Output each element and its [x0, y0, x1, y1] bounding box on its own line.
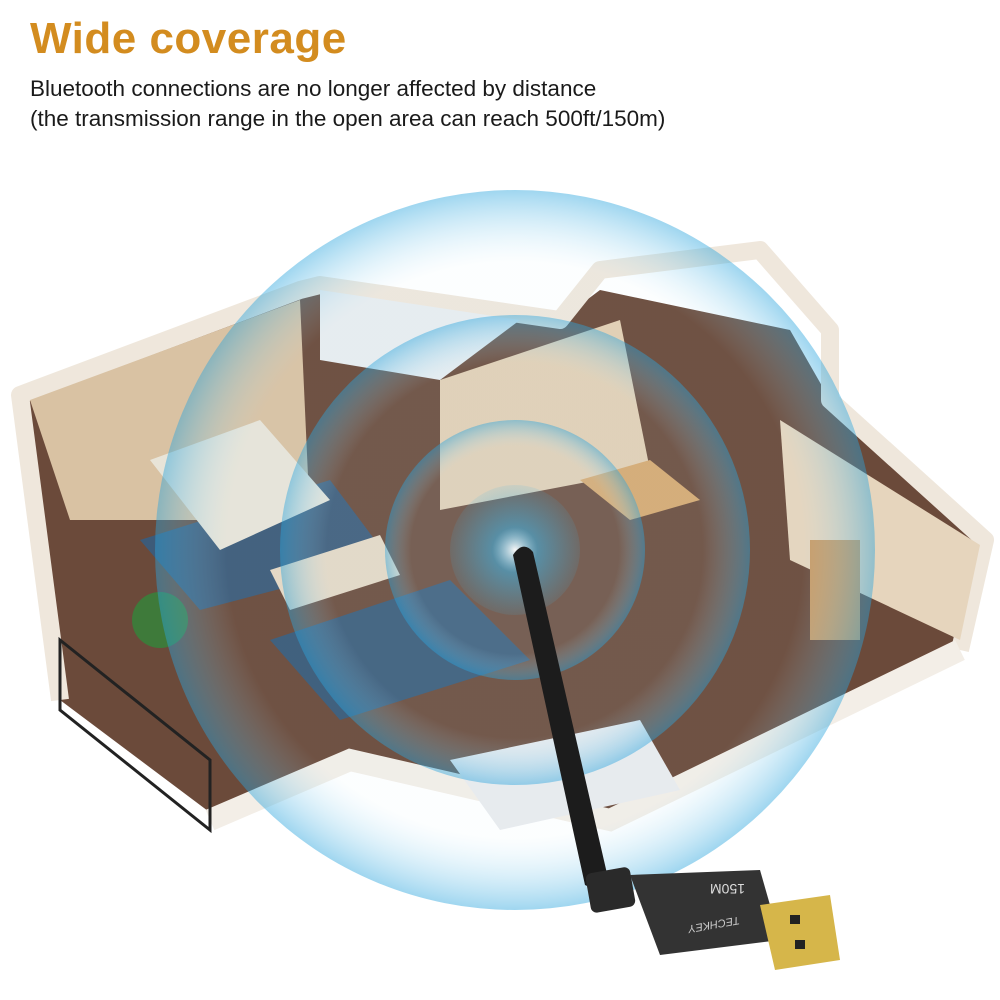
adapter-body [630, 870, 780, 955]
subtitle-line-2: (the transmission range in the open area… [30, 106, 666, 131]
speed-label: 150M [710, 881, 745, 897]
usb-adapter: 150M TECHKEY [513, 546, 840, 970]
antenna [513, 546, 608, 888]
subtitle-line-1: Bluetooth connections are no longer affe… [30, 76, 597, 101]
page-title: Wide coverage [30, 14, 347, 63]
usb-plug [760, 895, 840, 970]
signal-core [450, 485, 580, 615]
balcony-railing [58, 636, 212, 834]
